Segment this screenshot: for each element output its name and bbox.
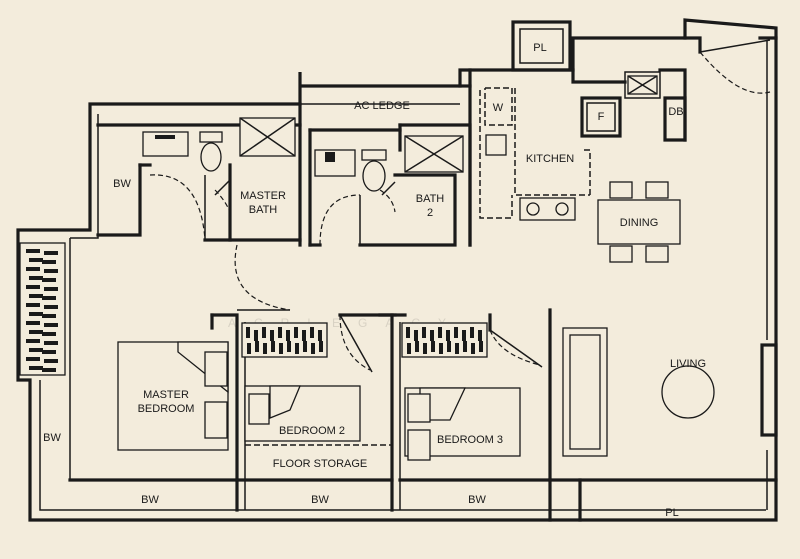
wardrobe-shelf-mark — [26, 249, 40, 253]
wardrobe-shelf-mark — [431, 341, 435, 352]
wardrobe-shelf-mark — [29, 330, 43, 334]
db-label: DB — [668, 106, 683, 118]
bw-left-top-label: BW — [113, 178, 131, 190]
wardrobe-shelf-mark — [44, 359, 58, 363]
wardrobe-shelf-mark — [286, 330, 290, 341]
wardrobe-shelf-mark — [447, 341, 451, 352]
wardrobe-shelf-mark — [42, 314, 56, 318]
bedroom2-label: BEDROOM 2 — [279, 425, 345, 437]
wardrobe-shelf-mark — [44, 251, 58, 255]
wardrobe-shelf-mark — [263, 343, 267, 354]
master-bath-label-1: MASTER — [240, 190, 286, 202]
wardrobe-shelf-mark — [295, 343, 299, 354]
wardrobe-shelf-mark — [446, 330, 450, 341]
wardrobe-shelf-mark — [422, 327, 426, 338]
wardrobe-shelf-mark — [44, 287, 58, 291]
master-bath-label-2: BATH — [249, 204, 278, 216]
living-label: LIVING — [670, 358, 706, 370]
wardrobe-shelf-mark — [423, 343, 427, 354]
w-label: W — [493, 102, 504, 114]
doors — [149, 87, 591, 446]
wardrobe-shelf-mark — [26, 357, 40, 361]
wardrobe-shelf-mark — [26, 339, 40, 343]
wardrobe-shelf-mark — [42, 332, 56, 336]
wardrobe-shelf-mark — [439, 343, 443, 354]
fixtures — [19, 75, 715, 461]
wardrobe-shelf-mark — [462, 330, 466, 341]
wardrobe-shelf-mark — [262, 327, 266, 338]
bw-bottom-label-2: BW — [311, 494, 329, 506]
wardrobe-shelf-mark — [278, 327, 282, 338]
wardrobe-shelf-mark — [26, 321, 40, 325]
wardrobe-shelf-mark — [42, 350, 56, 354]
bw-bottom-label-3: BW — [468, 494, 486, 506]
wardrobe-shelf-mark — [26, 285, 40, 289]
floor-storage-label: FLOOR STORAGE — [273, 458, 368, 470]
wardrobe-shelf-mark — [407, 343, 411, 354]
wardrobe-shelf-mark — [318, 330, 322, 341]
wardrobe-shelf-mark — [310, 327, 314, 338]
f-label: F — [598, 111, 605, 123]
bw-bottom-label-1: BW — [141, 494, 159, 506]
wardrobe-shelf-mark — [319, 341, 323, 352]
dining-label: DINING — [620, 217, 659, 229]
wardrobe-hatches — [26, 249, 483, 372]
wardrobe-shelf-mark — [255, 341, 259, 352]
bedroom3-label: BEDROOM 3 — [437, 434, 503, 446]
wardrobe-shelf-mark — [438, 327, 442, 338]
wardrobe-shelf-mark — [430, 330, 434, 341]
wardrobe-shelf-mark — [271, 341, 275, 352]
wardrobe-shelf-mark — [303, 341, 307, 352]
wardrobe-shelf-mark — [26, 267, 40, 271]
bw-left-label: BW — [43, 432, 61, 444]
wardrobe-shelf-mark — [254, 330, 258, 341]
wardrobe-shelf-mark — [42, 296, 56, 300]
master-bedroom-label-2: BEDROOM — [138, 403, 195, 415]
wardrobe-shelf-mark — [406, 327, 410, 338]
wardrobe-shelf-mark — [42, 368, 56, 372]
pl-top-label: PL — [533, 42, 546, 54]
wardrobe-shelf-mark — [287, 341, 291, 352]
wardrobe-shelf-mark — [29, 294, 43, 298]
wardrobe-shelf-mark — [463, 341, 467, 352]
room-labels: PL AC LEDGE W F DB KITCHEN BW MASTER BAT… — [43, 42, 706, 519]
wardrobe-shelf-mark — [302, 330, 306, 341]
wardrobe-shelf-mark — [479, 341, 483, 352]
wardrobe-shelf-mark — [455, 343, 459, 354]
wardrobe-shelf-mark — [270, 330, 274, 341]
wardrobe-shelf-mark — [44, 341, 58, 345]
wardrobe-shelf-mark — [29, 348, 43, 352]
entrance-walls — [683, 36, 778, 94]
wardrobe-shelf-mark — [29, 366, 43, 370]
wardrobe-shelf-mark — [44, 305, 58, 309]
wardrobe-shelf-mark — [29, 276, 43, 280]
wardrobe-shelf-mark — [470, 327, 474, 338]
wardrobe-shelf-mark — [311, 343, 315, 354]
wardrobe-shelf-mark — [44, 269, 58, 273]
bath2-label-2: 2 — [427, 207, 433, 219]
wardrobe-shelf-mark — [246, 327, 250, 338]
wardrobe-shelf-mark — [478, 330, 482, 341]
wardrobe-shelf-mark — [26, 303, 40, 307]
wardrobe-shelf-mark — [247, 343, 251, 354]
wardrobe-shelf-mark — [415, 341, 419, 352]
bath2-label-1: BATH — [416, 193, 445, 205]
pl-bottom-label: PL — [665, 507, 678, 519]
master-bedroom-label-1: MASTER — [143, 389, 189, 401]
wardrobe-shelf-mark — [294, 327, 298, 338]
wardrobe-shelf-mark — [471, 343, 475, 354]
wardrobe-shelf-mark — [42, 278, 56, 282]
kitchen-label: KITCHEN — [526, 153, 574, 165]
wardrobe-shelf-mark — [42, 260, 56, 264]
wardrobe-shelf-mark — [414, 330, 418, 341]
wardrobe-shelf-mark — [279, 343, 283, 354]
wardrobe-shelf-mark — [29, 258, 43, 262]
wardrobe-shelf-mark — [454, 327, 458, 338]
ac-ledge-label: AC LEDGE — [354, 100, 410, 112]
wardrobe-shelf-mark — [44, 323, 58, 327]
pl-top-box — [511, 20, 572, 72]
wardrobe-shelf-mark — [29, 312, 43, 316]
